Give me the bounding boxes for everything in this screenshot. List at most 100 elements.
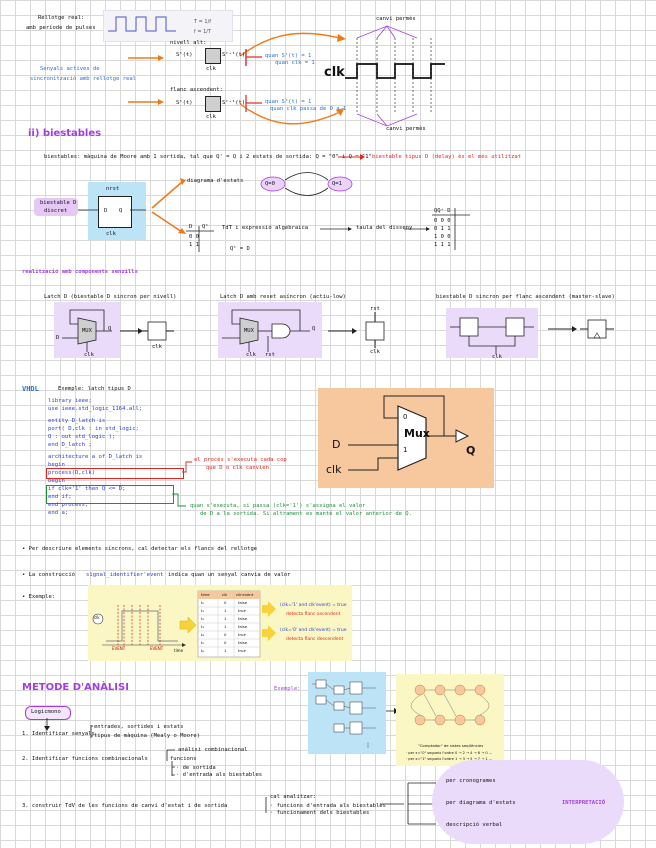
svg-text:f = 1/T: f = 1/T <box>194 29 212 35</box>
cond-falling: (clk='0' and clk'event) = true <box>280 628 347 633</box>
mux-label-1: MUX <box>82 328 92 334</box>
tbl-cell: t₅ <box>201 640 205 645</box>
tt-head-q: Qᵗ <box>202 224 209 230</box>
clk-small-2: clk <box>206 114 216 120</box>
latch-reset-clk: clk <box>246 352 256 358</box>
clk-label: clk <box>106 231 116 237</box>
realitzacio-title: realització amb components senzills <box>22 269 138 275</box>
sx-in-1: Sᵗ(t) <box>176 52 193 58</box>
option-descripcio: descripció verbal <box>446 822 503 828</box>
mux-diagram: 0 1 Mux D clk Q <box>318 388 494 488</box>
tbl-cell: t₂ <box>201 616 205 621</box>
step-3-sub-2: · funcions d'entrada als biestables <box>270 803 386 809</box>
bullet-3: • Exemple: <box>22 594 56 600</box>
code-line: process(D,clk) <box>48 470 96 476</box>
condition-2: quan Sᵗ(t) = 1 <box>265 99 312 105</box>
code-line: architecture a of D_latch is <box>48 454 143 460</box>
mux-q-output: Q <box>466 444 476 457</box>
step-2-sub-4: · d'entrada als biestables <box>176 772 263 778</box>
expr-equation: Qᵗ = D <box>230 246 250 252</box>
tbl-cell: t₀ <box>201 600 205 605</box>
clk-small-1: clk <box>206 66 216 72</box>
event-label-2: EVENT <box>150 646 164 651</box>
t2-row-2: 1 0 0 <box>434 234 451 240</box>
mux-label-2: MUX <box>244 328 254 334</box>
bullet-2-post: indica quan un senyal canvia de valor <box>168 572 291 578</box>
process-highlight-red <box>46 468 184 479</box>
diagrama-estats: diagrama d'estats <box>187 178 244 184</box>
code-line: end process; <box>48 502 89 508</box>
tbl-hdr-clk: clk <box>222 592 228 597</box>
sx-in-2: Sᵗ(t) <box>176 100 193 106</box>
code-line: begin <box>48 462 65 468</box>
code-line: port( D,clk : in std_logic; <box>48 426 139 432</box>
step-1-sub-1: entrades, sortides i estats <box>94 724 184 730</box>
step-2: 2. Identificar funcions combinacionals <box>22 756 148 762</box>
latch-small-1 <box>205 48 221 64</box>
taula-label: taula del disseny <box>356 225 413 231</box>
latch-reset-panel <box>218 302 322 358</box>
nivell-alt-label: nivell alt: <box>170 40 207 46</box>
code-line: library ieee; <box>48 398 92 404</box>
latch-d-output: Q <box>108 326 112 332</box>
step-2-sub-1: anàlisi combinacional <box>178 747 248 753</box>
nrst-label: nrst <box>106 186 120 192</box>
step-3-sub-3: · funcionament dels biestables <box>270 810 370 816</box>
note-red-2: que D o clk canvien <box>206 465 269 471</box>
time-axis-label: time <box>174 648 184 653</box>
condition-2b: quan clk passa de 0 a 1 <box>270 106 347 112</box>
code-line: end if; <box>48 494 72 500</box>
signal-sub: sincronització amb rellotge real <box>30 76 136 82</box>
tbl-cell: 1 <box>224 616 227 621</box>
clk-circle-label: clk <box>94 615 100 620</box>
latch-reset-q: Q <box>312 326 316 332</box>
option-cronogrames: per cronogrames <box>446 778 496 784</box>
step-3-sub-1: cal analitzar: <box>270 794 317 800</box>
flanc-ascendent-label: flanc ascendent: <box>170 87 223 93</box>
tbl-cell: 1 <box>224 648 227 653</box>
code-line: Q : out std_logic ); <box>48 434 116 440</box>
ideal-clock-image: T = 1/f f = 1/T <box>103 10 233 42</box>
d-in-label: D <box>104 208 108 214</box>
q-out-label: Q <box>119 208 123 214</box>
latch-reset-title: Latch D amb reset asíncron (actiu-low) <box>220 294 346 300</box>
tbl-cell: 1 <box>224 624 227 629</box>
biestable-d-block <box>98 196 132 228</box>
signal-title: Senyals actives de <box>40 66 100 72</box>
step-1: 1. Identificar senyals <box>22 731 95 737</box>
tbl-hdr-event: clk'event <box>236 592 254 597</box>
tbl-cell: true <box>238 608 246 613</box>
metode-title: METODE D'ANÀLISI <box>22 682 129 693</box>
tbl-cell: false <box>238 624 248 629</box>
tt-row-0: 0 0 <box>189 234 199 240</box>
comptador-2: · per x="0" segueix l'ordre 0 → 2 → 4 → … <box>406 751 493 755</box>
example-circuit-image <box>308 672 386 754</box>
svg-text:T = 1/f: T = 1/f <box>193 19 211 25</box>
latch-reset-symbol-rst: rst <box>370 306 380 312</box>
tbl-hdr-time: time <box>201 592 210 597</box>
tbl-cell: t₃ <box>201 624 205 629</box>
t2-head: QQ⁺ D <box>434 208 451 214</box>
tbl-cell: t₁ <box>201 608 205 613</box>
clk-big-label: clk <box>324 65 345 80</box>
bullet-1: • Per descriure elements síncrons, cal d… <box>22 546 258 552</box>
options-cloud <box>432 760 624 844</box>
biestable-d-tag <box>34 198 78 216</box>
logicmono-label: Logicmono <box>31 709 61 715</box>
bullet-2-pre: • La construcció <box>22 572 75 578</box>
tbl-cell: t₄ <box>201 632 205 637</box>
tbl-cell: 0 <box>224 640 227 645</box>
mux-1: 1 <box>403 446 408 454</box>
bd-label-2: discret <box>44 208 68 214</box>
cond-falling-sub: detecta flanc descendent <box>286 637 344 642</box>
step-3: 3. construir TdV de les funcions de canv… <box>22 803 228 809</box>
note-green-1: quan s'executa, si passa (clk='1') s'ass… <box>190 503 366 509</box>
comptador-3: · per x="1" segueix l'ordre 1 → 3 → 5 → … <box>406 757 493 761</box>
tbl-cell: false <box>238 600 248 605</box>
vhdl-example: Exemple: latch tipus D <box>58 386 131 392</box>
t2-row-3: 1 1 1 <box>434 242 451 248</box>
tbl-cell: 1 <box>224 608 227 613</box>
state-1: Q=1 <box>332 181 342 187</box>
event-example-panel: EVENT EVENT clk time time clk clk'event … <box>88 585 352 661</box>
